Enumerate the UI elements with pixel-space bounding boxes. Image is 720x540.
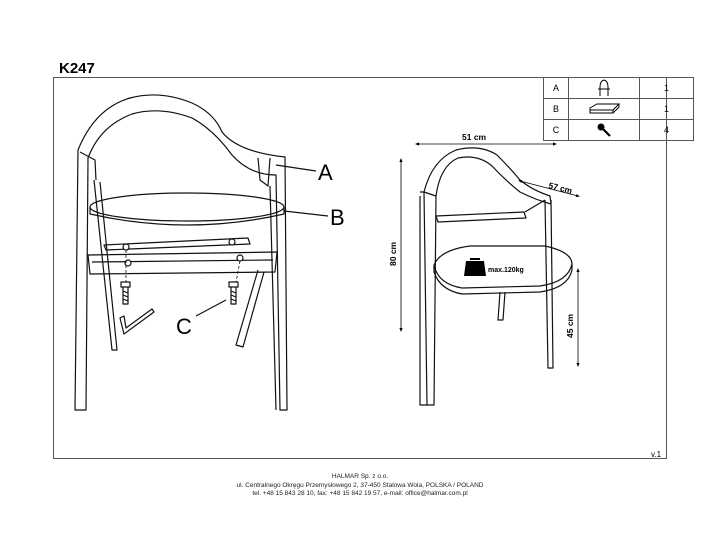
allen-key (119, 308, 155, 335)
screw-left (120, 281, 131, 305)
callout-b: B (330, 205, 345, 230)
footer-company: HALMAR Sp. z o.o. (331, 473, 389, 480)
version-label: v.1 (651, 450, 662, 459)
exploded-chair-view (74, 94, 329, 411)
frame-back-outline (74, 94, 288, 411)
footer-address: ul. Centralnego Okręgu Przemysłowego 2, … (236, 481, 484, 489)
parts-row-c: C 4 (543, 119, 694, 141)
dim-depth-line (518, 179, 580, 198)
assembled-chair-view (419, 147, 573, 406)
callout-c: C (176, 314, 192, 339)
weight-icon (464, 258, 486, 276)
rear-right-leg (235, 269, 265, 348)
dim-depth: 57 cm (548, 180, 574, 196)
dimension-lines (399, 142, 580, 367)
part-qty: 4 (639, 119, 694, 141)
model-code: K247 (59, 60, 95, 77)
rear-left-leg (93, 179, 118, 351)
max-load-label: max.120kg (488, 267, 524, 274)
screw-icon (597, 123, 611, 137)
company-footer: HALMAR Sp. z o.o. ul. Centralnego Okręgu… (0, 473, 720, 499)
frame-side-front (257, 157, 271, 187)
parts-table: A 1 B 1 C 4 (543, 77, 694, 141)
front-leg (269, 185, 277, 411)
parts-row-a: A 1 (543, 77, 694, 99)
seat-cushion-icon (589, 103, 621, 114)
dim-seat-height: 45 cm (565, 313, 575, 338)
seat-cushion-b (89, 192, 285, 222)
seat-frame (87, 251, 278, 275)
callout-a: A (318, 160, 333, 185)
screw-right (228, 281, 239, 305)
chair-frame-icon (598, 79, 610, 96)
footer-contact: tel. +48 15 843 28 10, fax: +48 15 842 1… (252, 490, 468, 497)
assembled-front-leg (544, 199, 554, 369)
dim-height: 80 cm (388, 241, 398, 266)
dim-width: 51 cm (462, 132, 487, 142)
assembled-back (423, 147, 552, 205)
drawing-frame (53, 77, 667, 459)
